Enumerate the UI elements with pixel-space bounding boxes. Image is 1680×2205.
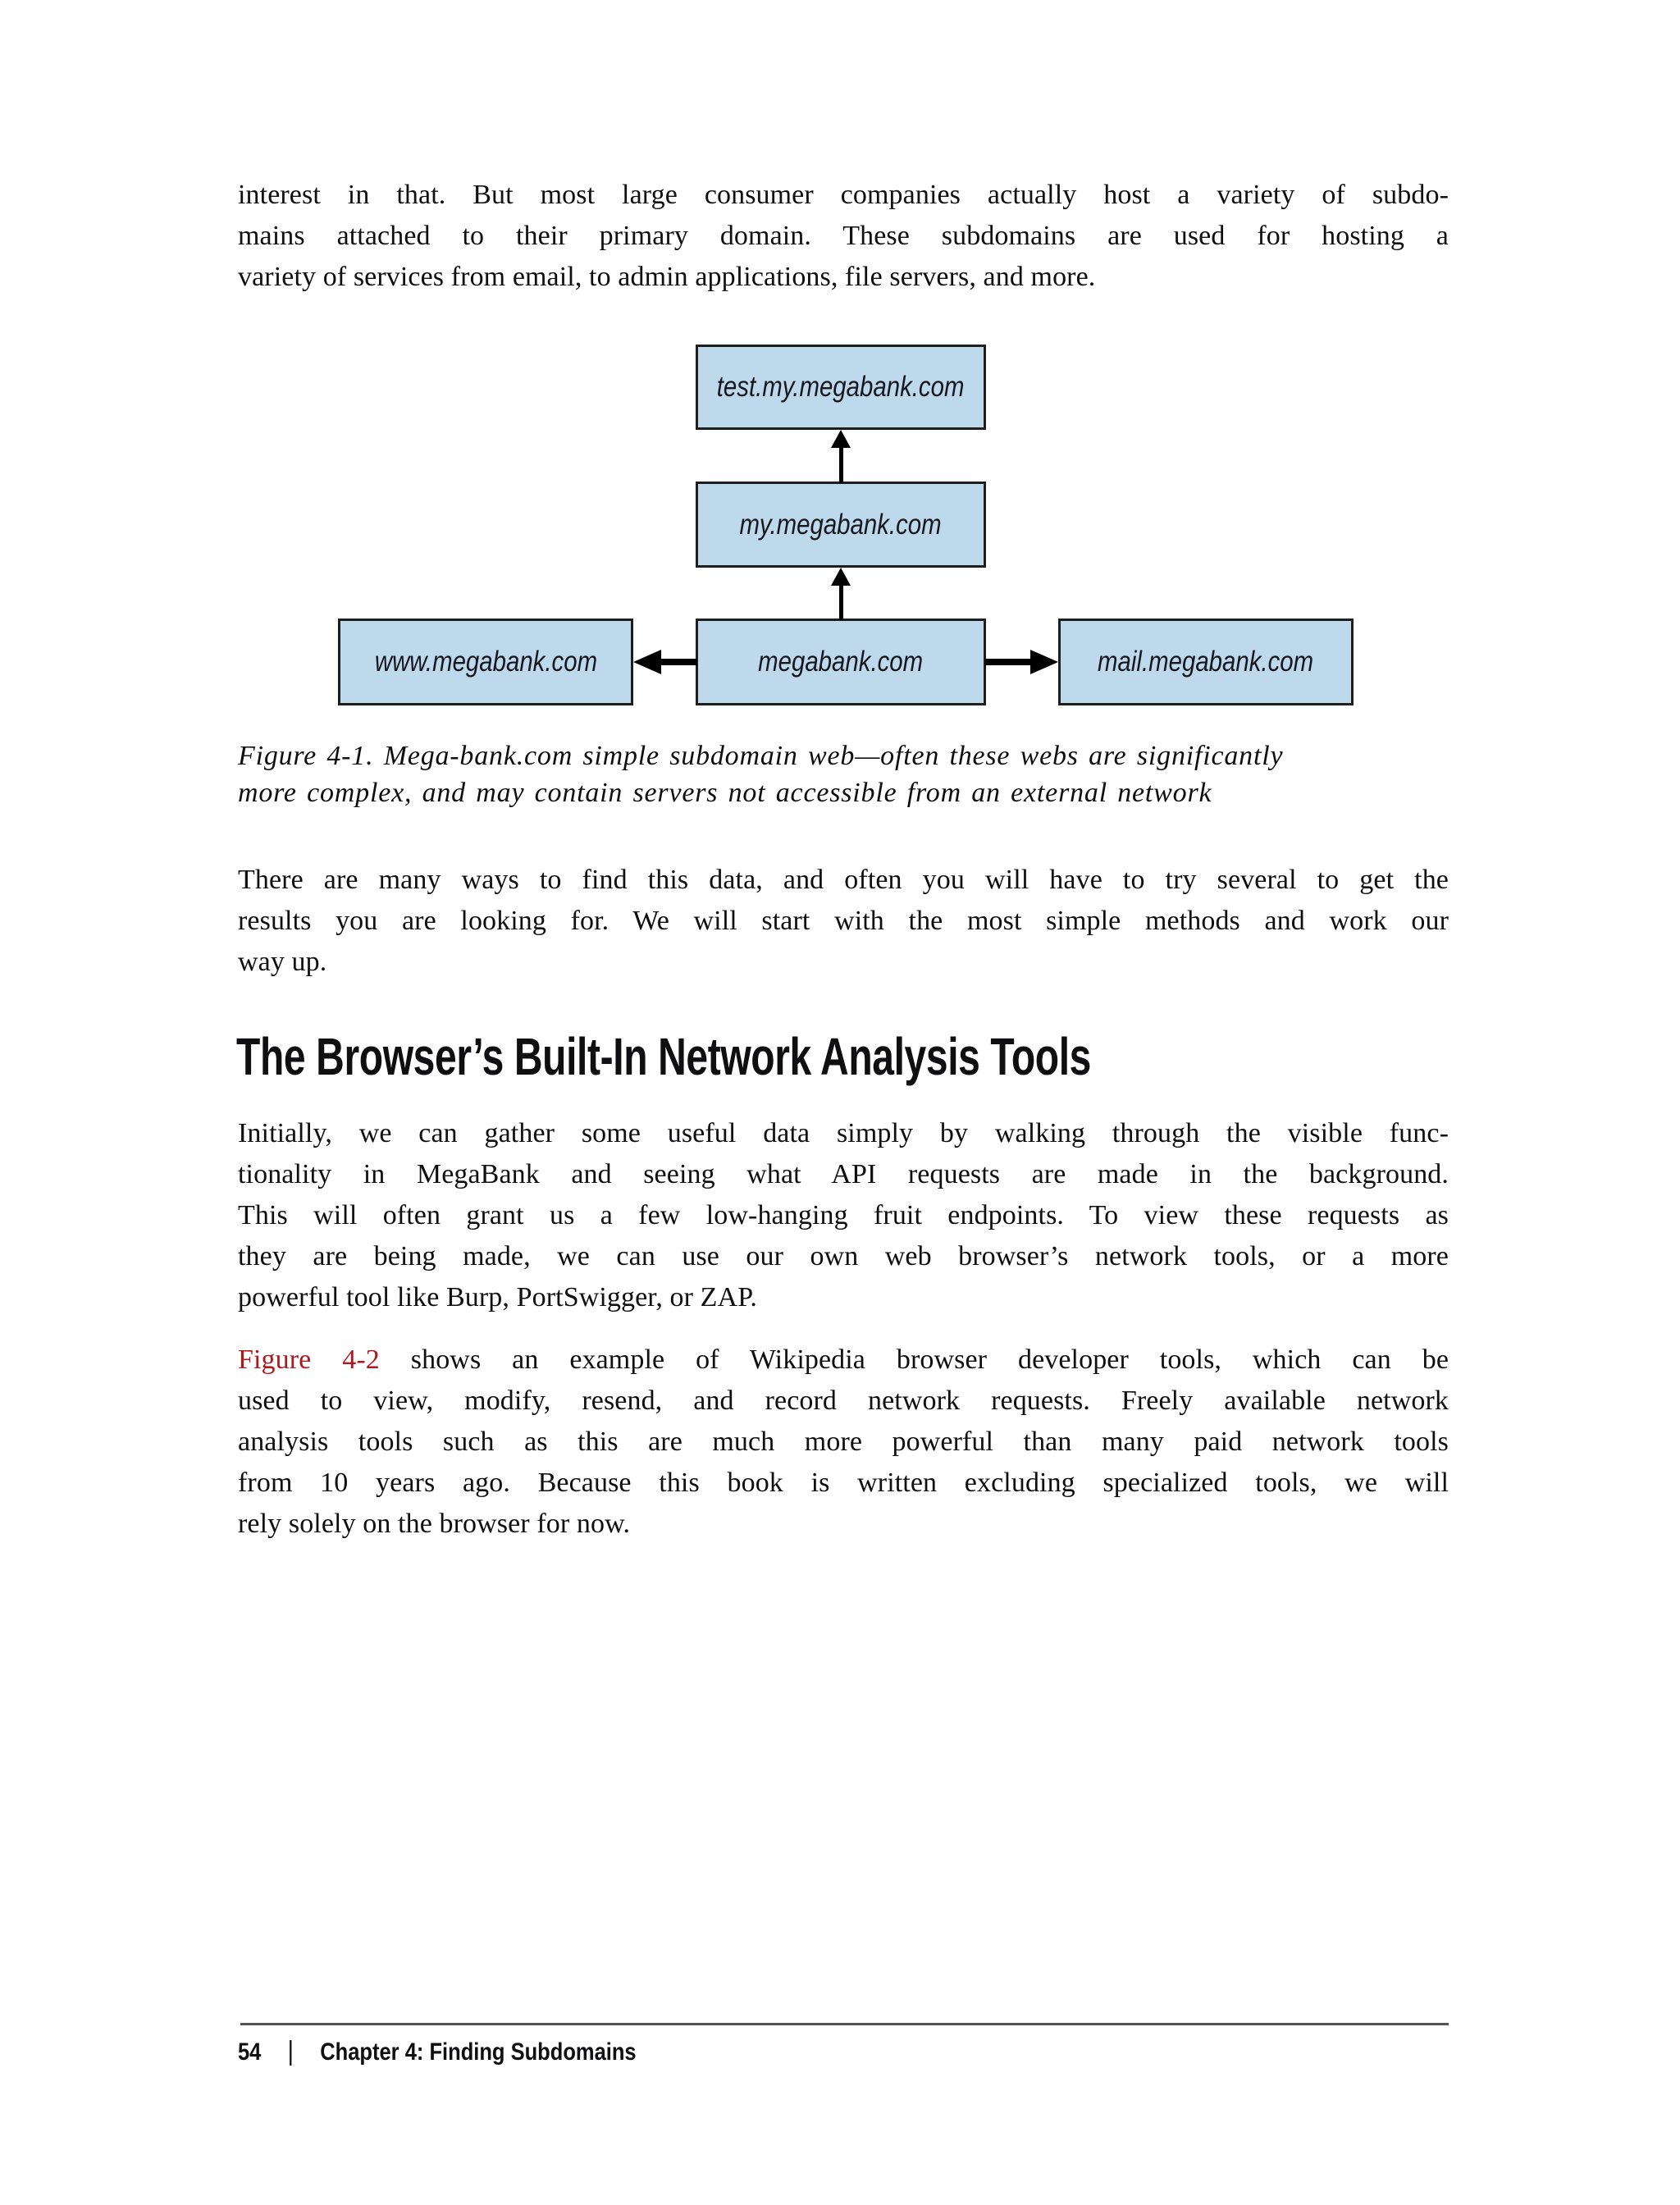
figure-4-1-caption: Figure 4-1. Mega-bank.com simple subdoma… [238, 737, 1449, 811]
text-line: used to view, modify, resend, and record… [238, 1386, 1449, 1416]
paragraph-2: There are many ways to find this data, a… [238, 860, 1449, 983]
page-number: 54 [238, 2038, 262, 2066]
paragraph-1: interest in that. But most large consume… [238, 175, 1449, 298]
text-line: variety of services from email, to admin… [238, 262, 1096, 292]
text-line: powerful tool like Burp, PortSwigger, or… [238, 1282, 758, 1312]
text-line: mains attached to their primary domain. … [238, 221, 1449, 251]
footer-rule [240, 2023, 1449, 2025]
text-run: shows an example of Wikipedia browser de… [410, 1344, 1449, 1375]
text-line: Initially, we can gather some useful dat… [238, 1118, 1449, 1148]
text-line: Figure 4-2 shows an example of Wikipedia… [238, 1340, 1449, 1381]
box-label: www.megabank.com [374, 646, 597, 678]
text-line: This will often grant us a few low-hangi… [238, 1200, 1449, 1230]
text-line: from 10 years ago. Because this book is … [238, 1468, 1449, 1498]
figure-4-2-link[interactable]: Figure 4-2 [238, 1344, 380, 1375]
paragraph-4: Figure 4-2 shows an example of Wikipedia… [238, 1340, 1449, 1545]
subdomain-box-my-megabank: my.megabank.com [696, 482, 986, 568]
paragraph-3: Initially, we can gather some useful dat… [238, 1113, 1449, 1318]
text-line: results you are looking for. We will sta… [238, 906, 1449, 936]
text-line: Figure 4-1. Mega-bank.com simple subdoma… [238, 741, 1284, 771]
footer-separator: | [287, 2035, 294, 2066]
text-line: analysis tools such as this are much mor… [238, 1427, 1449, 1457]
box-label: test.my.megabank.com [717, 371, 965, 403]
domain-box-megabank: megabank.com [696, 619, 986, 705]
subdomain-box-test-my-megabank: test.my.megabank.com [696, 345, 986, 430]
box-label: my.megabank.com [739, 508, 943, 541]
box-label: megabank.com [758, 646, 924, 678]
text-line: There are many ways to find this data, a… [238, 865, 1449, 895]
paragraph-4-rest: used to view, modify, resend, and record… [238, 1381, 1449, 1545]
text-line: interest in that. But most large consume… [238, 180, 1449, 210]
subdomain-box-www-megabank: www.megabank.com [338, 619, 633, 705]
section-heading-text: The Browser’s Built-In Network Analysis … [236, 1027, 1091, 1086]
text-line: way up. [238, 947, 327, 977]
text-line: they are being made, we can use our own … [238, 1241, 1449, 1271]
box-label: mail.megabank.com [1098, 646, 1314, 678]
page-footer: 54 | Chapter 4: Finding Subdomains [238, 2035, 706, 2066]
text-line: more complex, and may contain servers no… [238, 778, 1212, 808]
footer-chapter-title: Chapter 4: Finding Subdomains [320, 2038, 637, 2066]
text-line: rely solely on the browser for now. [238, 1509, 631, 1539]
subdomain-box-mail-megabank: mail.megabank.com [1058, 619, 1354, 705]
section-heading: The Browser’s Built-In Network Analysis … [236, 1028, 1631, 1085]
text-line: tionality in MegaBank and seeing what AP… [238, 1159, 1449, 1189]
